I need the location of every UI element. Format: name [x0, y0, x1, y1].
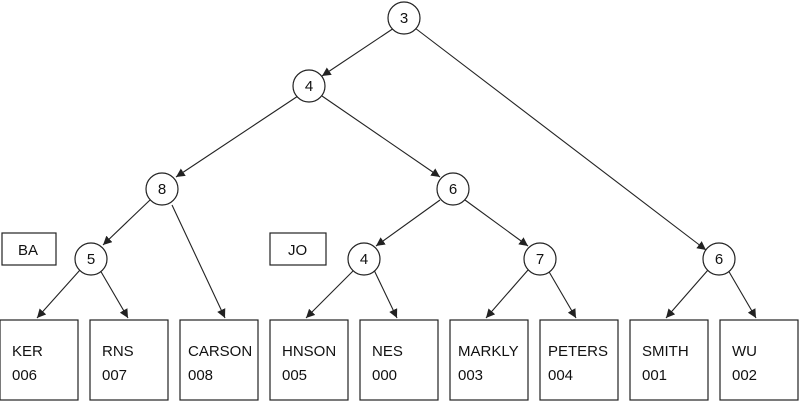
tree-node-level3-d: 6: [702, 242, 736, 276]
leaf-0: KER 006: [0, 319, 79, 401]
leaf-code: 006: [12, 367, 37, 384]
edge-l3b-nes: [373, 269, 398, 319]
tree-node-root: 3: [387, 1, 421, 35]
leaf-6: PETERS 004: [539, 319, 619, 401]
leaf-name: NES: [372, 343, 403, 360]
tree-node-label: 7: [536, 251, 544, 268]
leaf-4: NES 000: [359, 319, 439, 401]
edge-l2b-l3b: [375, 199, 441, 247]
edge-l3c-peters: [547, 269, 577, 319]
tree-node-label: 6: [715, 251, 723, 268]
leaf-name: MARKLY: [458, 343, 519, 360]
leaf-name: KER: [12, 343, 43, 360]
leaf-name: PETERS: [548, 343, 608, 360]
edge-l2b-l3c: [464, 199, 529, 247]
leaf-code: 003: [458, 367, 483, 384]
side-label-middle: JO: [269, 232, 327, 266]
leaf-code: 002: [732, 367, 757, 384]
tree-node-label: 8: [158, 181, 166, 198]
tree-node-label: 4: [305, 78, 313, 95]
tree-node-level1: 4: [292, 69, 326, 103]
leaf-name: CARSON: [188, 343, 252, 360]
leaf-name: HNSON: [282, 343, 336, 360]
edge-l3d-wu: [727, 269, 757, 319]
leaf-name: WU: [732, 343, 757, 360]
leaf-7: SMITH 001: [629, 319, 709, 401]
tree-node-level2-right: 6: [436, 172, 470, 206]
leaf-code: 004: [548, 367, 573, 384]
tree-node-level3-c: 7: [523, 242, 557, 276]
edge-root-l3d: [414, 27, 707, 251]
leaf-code: 000: [372, 367, 397, 384]
leaf-5: MARKLY 003: [449, 319, 529, 401]
edge-l3d-smith: [665, 269, 709, 319]
leaf-name: SMITH: [642, 343, 689, 360]
tree-node-label: 3: [400, 10, 408, 27]
leaf-3: HNSON 005: [269, 319, 349, 401]
edge-l3b-hnson: [305, 269, 355, 319]
edge-l1-l2a: [175, 95, 299, 178]
edge-l3c-markly: [485, 269, 529, 319]
leaf-code: 008: [188, 367, 213, 384]
edge-l2a-carson: [171, 204, 226, 319]
tree-node-level2-left: 8: [145, 172, 179, 206]
edge-l3a-ker: [36, 269, 81, 319]
edge-l2a-l3a: [102, 199, 151, 246]
tree-node-label: 6: [449, 181, 457, 198]
edges: [36, 27, 757, 319]
side-label-text: JO: [288, 242, 307, 259]
side-label-left: BA: [1, 232, 57, 266]
tree-node-level3-b: 4: [347, 242, 381, 276]
tree-node-label: 4: [360, 251, 368, 268]
edge-l1-l2b: [321, 95, 441, 178]
leaf-2: CARSON 008: [179, 319, 259, 401]
leaf-code: 005: [282, 367, 307, 384]
tree-node-level3-a: 5: [74, 242, 108, 276]
side-label-text: BA: [18, 242, 38, 259]
leaf-code: 007: [102, 367, 127, 384]
leaf-code: 001: [642, 367, 667, 384]
leaf-1: RNS 007: [89, 319, 169, 401]
edge-root-l1: [321, 27, 395, 77]
leaf-name: RNS: [102, 343, 134, 360]
edge-l3a-rns: [99, 269, 129, 319]
tree-node-label: 5: [87, 251, 95, 268]
leaf-8: WU 002: [719, 319, 799, 401]
